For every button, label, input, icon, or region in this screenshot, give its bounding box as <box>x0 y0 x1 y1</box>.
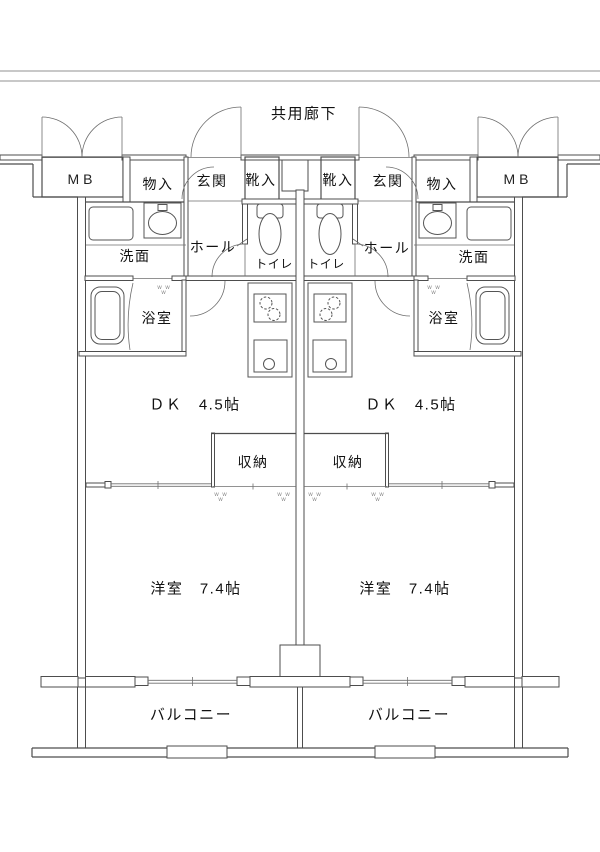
room-label-washroom-left: 洗面 <box>119 248 151 264</box>
room-label-balcony-left: バルコニー <box>149 706 233 724</box>
bathtub-icon-left <box>90 286 125 345</box>
hall-leader-left <box>236 238 248 247</box>
sliding-partition-right <box>389 481 515 489</box>
room-label-balcony-right: バルコニー <box>367 706 451 724</box>
room-label-dk-left: ＤＫ 4.5帖 <box>149 396 241 414</box>
balcony-divider <box>297 686 303 749</box>
room-label-storage-right: 物入 <box>426 176 458 192</box>
room-label-storage-left: 物入 <box>142 176 174 192</box>
room-label-hall-right: ホール <box>363 240 411 256</box>
room-label-entrance-right: 玄関 <box>372 173 404 189</box>
hall-leader-right <box>352 238 364 247</box>
washer-pan-icon-right <box>466 206 512 241</box>
entrance-door-right-icon <box>358 106 410 158</box>
room-label-dk-right: ＤＫ 4.5帖 <box>365 396 457 414</box>
room-label-bedroom-right: 洋室 7.4帖 <box>359 580 451 598</box>
kitchen-counter-right <box>307 282 353 378</box>
hall-dk-door-right-icon <box>374 280 411 317</box>
room-label-toilet-right: トイレ <box>307 257 345 271</box>
toilet-icon-right <box>316 203 344 255</box>
entrance-door-left-icon <box>190 106 242 158</box>
room-label-closet-right: 収納 <box>332 454 364 470</box>
room-label-bath-left: 浴室 <box>141 310 173 326</box>
vanity-icon-left <box>143 202 182 239</box>
vanity-icon-right <box>418 202 457 239</box>
room-label-shoes-left: 靴入 <box>245 172 277 188</box>
room-label-washroom-right: 洗面 <box>458 249 490 265</box>
room-label-shoes-right: 靴入 <box>322 172 354 188</box>
mb-door-left-icon <box>41 116 123 158</box>
exterior-walls <box>0 154 600 688</box>
hall-dk-door-left-icon <box>189 280 226 317</box>
corridor-label: 共用廊下 <box>270 105 338 123</box>
corridor-boundary-lines <box>0 70 600 82</box>
room-label-toilet-left: トイレ <box>255 257 293 271</box>
bath-door-right-icon <box>466 282 473 351</box>
washer-pan-icon-left <box>88 206 134 241</box>
storage-door-left-icon <box>181 166 215 200</box>
sliding-partition-left <box>85 481 211 489</box>
storage-door-right-icon <box>385 166 419 200</box>
balcony-structure <box>31 686 569 759</box>
room-label-closet-left: 収納 <box>237 454 269 470</box>
kitchen-stove-icon-left <box>253 293 287 323</box>
room-label-bath-right: 浴室 <box>428 310 460 326</box>
kitchen-stove-icon-right <box>313 293 347 323</box>
room-label-hall-left: ホール <box>189 239 237 255</box>
kitchen-counter-left <box>247 282 293 378</box>
door-swings <box>41 106 559 351</box>
toilet-icon-left <box>256 203 284 255</box>
interior-walls-right-unit <box>303 156 559 490</box>
closet-left <box>211 432 296 490</box>
window-left <box>134 676 251 686</box>
kitchen-sink-icon-left <box>253 339 288 373</box>
fixtures <box>88 202 512 345</box>
mb-door-right-icon <box>477 116 559 158</box>
interior-walls-left-unit <box>41 156 297 490</box>
room-label-entrance-left: 玄関 <box>196 173 228 189</box>
room-label-bedroom-left: 洋室 7.4帖 <box>150 580 242 598</box>
balcony-railing <box>31 745 569 759</box>
meter-box-label-left: MB <box>67 171 97 187</box>
kitchen-sink-icon-right <box>312 339 347 373</box>
closet-right <box>304 432 389 490</box>
bathtub-icon-right <box>475 286 510 345</box>
bath-door-left-icon <box>127 282 134 351</box>
window-right <box>349 676 466 686</box>
meter-box-label-right: MB <box>503 171 533 187</box>
